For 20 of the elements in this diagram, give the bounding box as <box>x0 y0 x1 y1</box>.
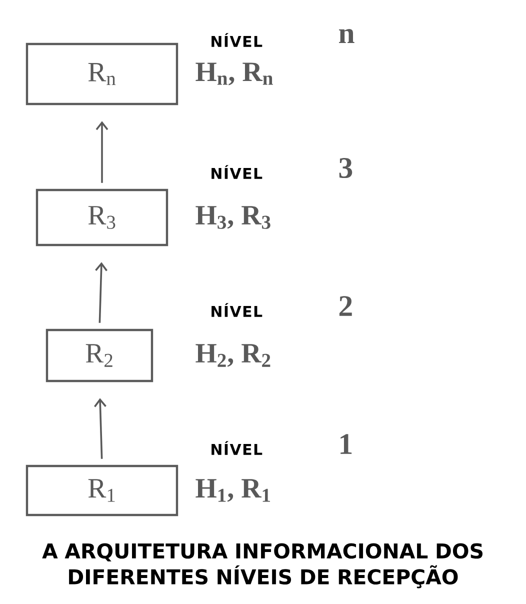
level-label: NÍVEL <box>212 165 262 179</box>
level-number: 1 <box>340 434 352 454</box>
process-box: R$_{2}$ <box>46 328 154 382</box>
level-label: NÍVEL <box>212 33 262 47</box>
caption: A ARQUITETURA INFORMACIONAL DOS DIFERENTES NÍVEIS DE RECEPÇÃO <box>42 543 482 588</box>
process-box: R$_{1}$ <box>26 464 178 516</box>
node-annotation: H$_{1}$, R$_{1}$ <box>196 479 270 502</box>
level-number: 2 <box>339 296 352 316</box>
arrow <box>94 398 106 459</box>
process-box: R$_{3}$ <box>36 188 168 246</box>
level-number: n <box>339 28 354 44</box>
node-annotation: H$_{2}$, R$_{2}$ <box>196 344 270 367</box>
level-label: NÍVEL <box>212 303 262 317</box>
node-annotation: H$_{3}$, R$_{3}$ <box>196 206 270 229</box>
process-box: R$_{n}$ <box>26 42 178 106</box>
level-label: NÍVEL <box>212 441 262 455</box>
level-number: 3 <box>339 158 352 178</box>
arrow <box>95 262 108 323</box>
node-annotation: H$_{n}$, R$_{n}$ <box>196 62 273 86</box>
arrow <box>96 121 108 183</box>
